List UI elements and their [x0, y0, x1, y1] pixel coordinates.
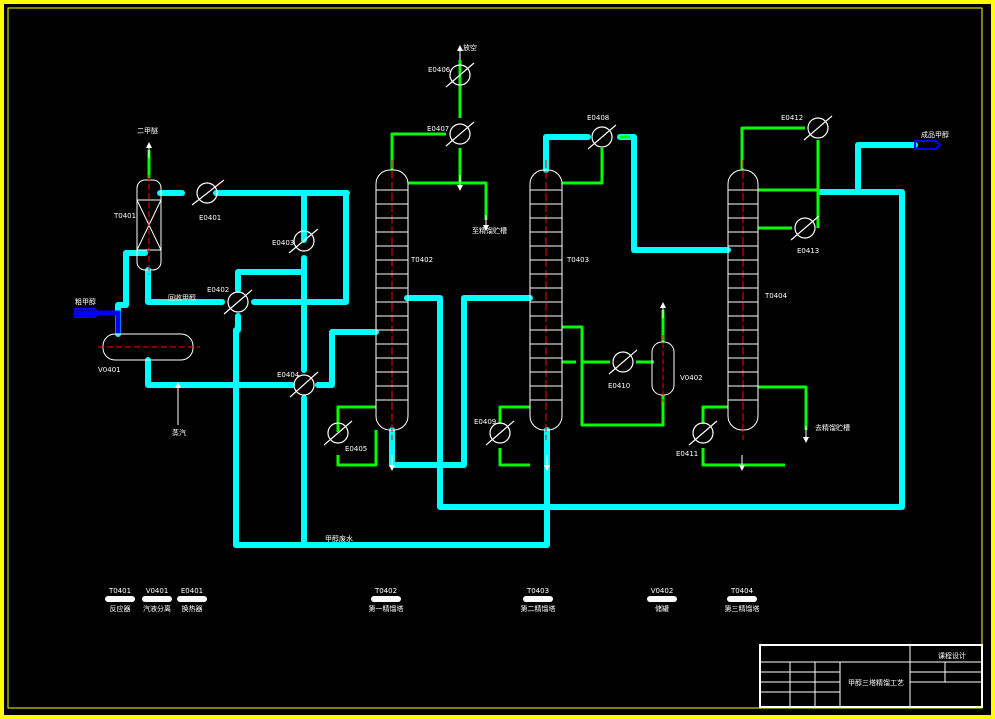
feed-pipe	[74, 140, 942, 334]
exchanger-e0412	[803, 115, 833, 141]
tag-e0410: E0410	[608, 382, 630, 390]
legend-bar	[727, 596, 757, 602]
separator-v0401	[98, 333, 200, 361]
legend-tag: E0401	[181, 587, 203, 595]
label-vent: 放空	[463, 43, 477, 52]
legend-tag: V0401	[146, 587, 169, 595]
exchanger-e0403	[288, 228, 319, 254]
column-t0403	[529, 160, 563, 440]
exchanger-e0413	[790, 215, 820, 241]
label-recycle-methanol: 回收甲醇	[168, 293, 196, 302]
title-block-drawing-title: 甲醇三塔精馏工艺	[848, 678, 904, 687]
legend-name: 汽液分离	[143, 604, 171, 613]
legend-bar	[647, 596, 677, 602]
exchanger-e0408	[587, 124, 617, 150]
legend-name: 反应器	[110, 604, 131, 613]
tag-e0412: E0412	[781, 114, 803, 122]
label-dimethyl-ether: 二甲醚	[137, 126, 158, 135]
exchanger-e0405	[323, 420, 353, 446]
legend-tag: T0404	[730, 587, 754, 595]
label-steam: 蒸汽	[172, 428, 186, 437]
equipment-tags: T0401 V0401 T0402 T0403 T0404 V0402 E040…	[98, 66, 819, 458]
flow-arrows	[146, 45, 809, 471]
exchanger-e0407	[445, 121, 475, 147]
exchanger-e0402	[223, 289, 253, 315]
exchanger-e0411	[688, 420, 718, 446]
legend-bar	[523, 596, 553, 602]
legend-bar	[177, 596, 207, 602]
column-t0402	[375, 160, 409, 440]
tag-t0403: T0403	[566, 256, 589, 264]
legend-tag: V0402	[651, 587, 674, 595]
legend-tag: T0403	[526, 587, 549, 595]
tag-v0401: V0401	[98, 366, 121, 374]
legend-tag: T0402	[374, 587, 397, 595]
legend-name: 第二精馏塔	[521, 604, 556, 613]
legend-name: 换热器	[182, 604, 203, 613]
label-crude-methanol: 粗甲醇	[75, 297, 96, 306]
aux-pipes	[147, 60, 820, 467]
inner-frame	[7, 7, 983, 709]
tag-e0402: E0402	[207, 286, 229, 294]
exchanger-e0410	[608, 349, 638, 375]
legend-bar	[105, 596, 135, 602]
heat-exchangers	[191, 62, 833, 446]
exchanger-e0406	[445, 62, 475, 88]
reactor-t0401	[136, 175, 162, 275]
label-waste-water: 甲醇废水	[325, 534, 353, 543]
legend-name: 第三精馏塔	[725, 604, 760, 613]
title-block: 甲醇三塔精馏工艺 课程设计	[759, 644, 983, 708]
label-product-methanol: 成品甲醇	[921, 130, 949, 139]
tag-e0403: E0403	[272, 239, 294, 247]
legend-tag: T0401	[108, 587, 131, 595]
exchanger-e0404	[289, 371, 319, 398]
tag-e0407: E0407	[427, 125, 449, 133]
tag-t0402: T0402	[410, 256, 433, 264]
title-block-course-label: 课程设计	[938, 651, 966, 660]
drum-v0402	[651, 335, 675, 402]
equipment	[98, 160, 759, 440]
equipment-legend: T0401 反应器 V0401 汽液分离 E0401 换热器 T0402 第一精馏塔 T0403…	[105, 587, 760, 613]
main-pipes	[115, 134, 918, 548]
legend-name: 储罐	[655, 604, 669, 613]
tag-e0401: E0401	[199, 214, 221, 222]
tag-e0413: E0413	[797, 247, 819, 255]
tag-e0408: E0408	[587, 114, 609, 122]
legend-bar	[142, 596, 172, 602]
exchanger-e0409	[485, 420, 515, 446]
tag-e0409: E0409	[474, 418, 496, 426]
column-t0404	[727, 160, 759, 440]
tag-t0404: T0404	[764, 292, 788, 300]
legend-bar	[371, 596, 401, 602]
tag-e0406: E0406	[428, 66, 451, 74]
tag-e0405: E0405	[345, 445, 367, 453]
tag-e0404: E0404	[277, 371, 300, 379]
legend-name: 第一精馏塔	[369, 604, 404, 613]
tag-v0402: V0402	[680, 374, 703, 382]
stream-labels: 二甲醚 粗甲醇 放空 蒸汽 回收甲醇 至精馏贮槽 去精馏贮槽 成品甲醇 甲醇废水	[75, 43, 949, 543]
tag-t0401: T0401	[113, 212, 136, 220]
exchanger-e0401	[191, 179, 225, 206]
label-to-tank-2: 去精馏贮槽	[815, 423, 850, 432]
tag-e0411: E0411	[676, 450, 698, 458]
label-to-tank-1: 至精馏贮槽	[472, 226, 507, 235]
